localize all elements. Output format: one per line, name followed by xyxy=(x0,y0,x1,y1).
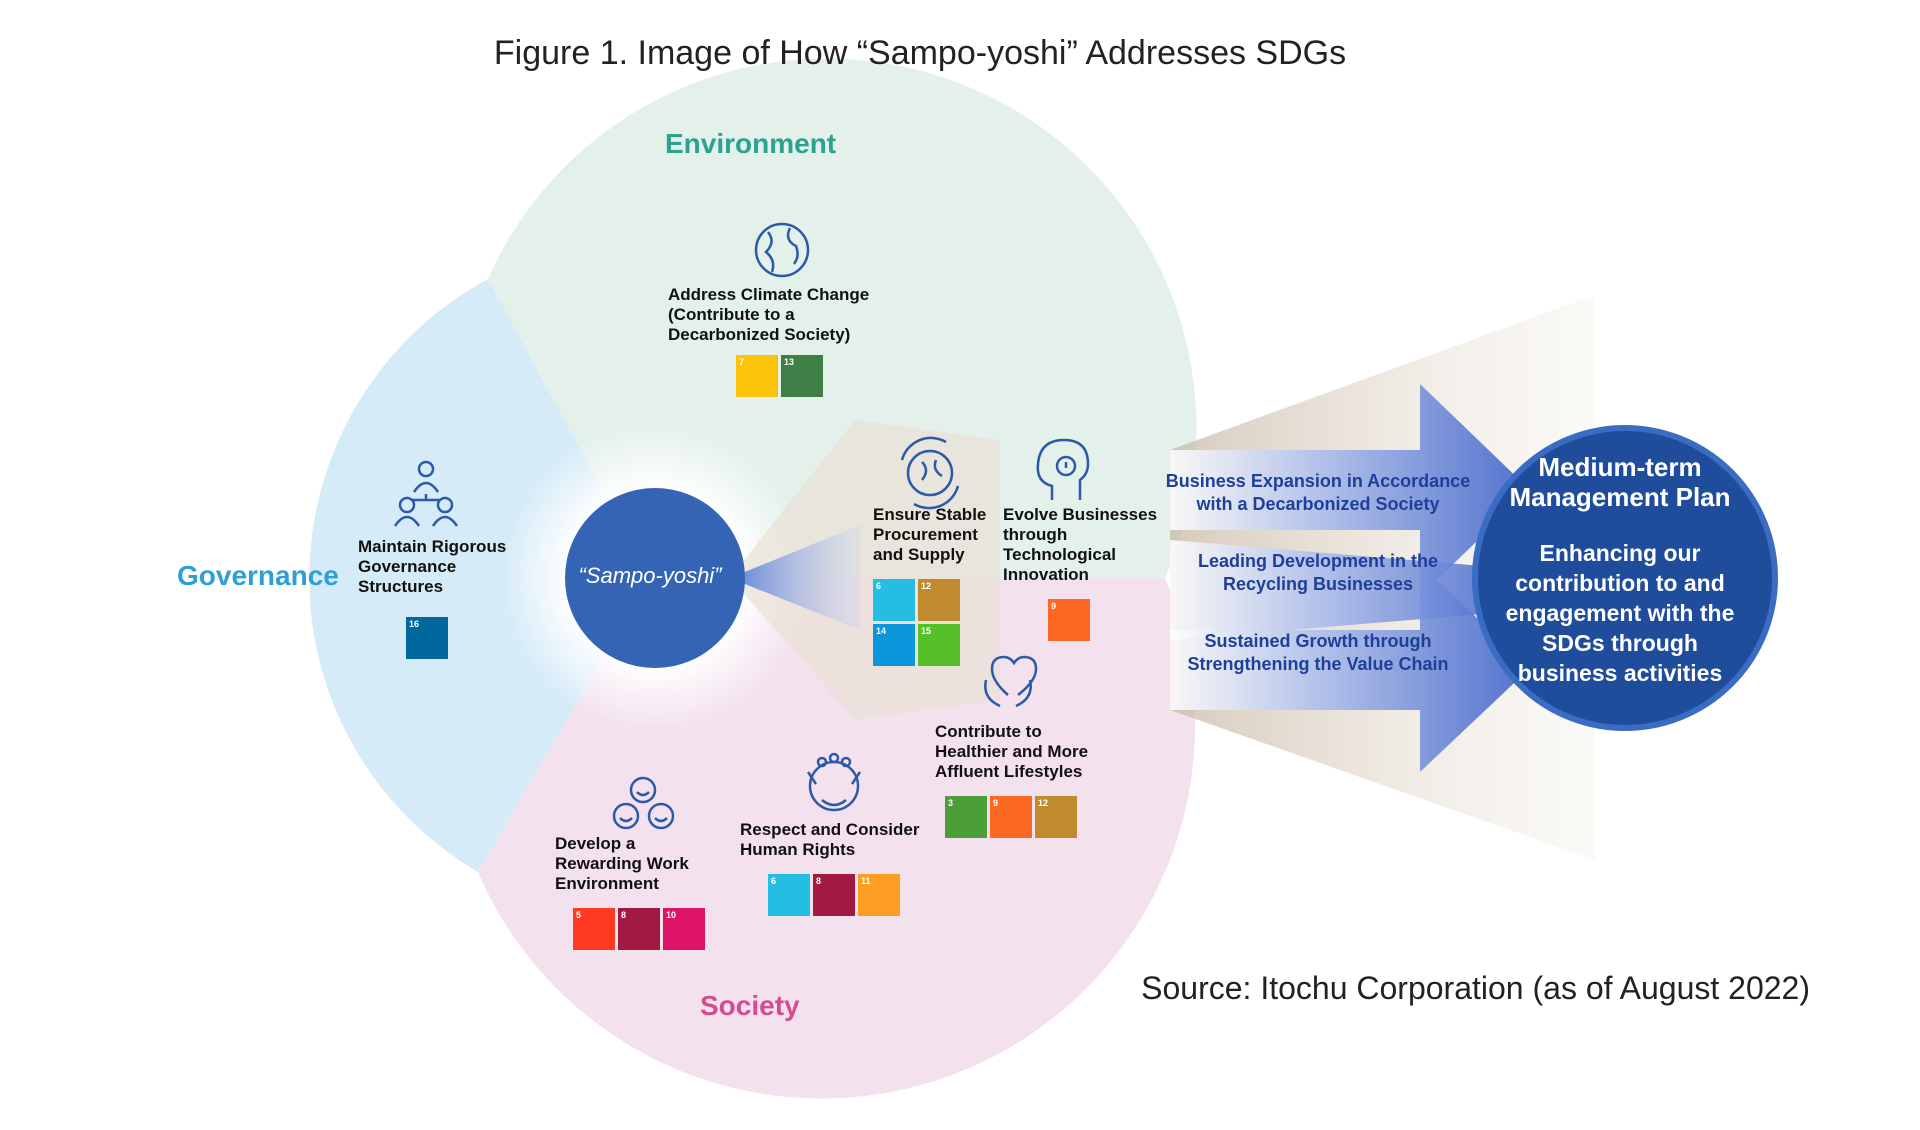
sdg-tile: 7 xyxy=(736,355,778,397)
people-globe-icon xyxy=(806,752,862,812)
arrow-label-recycling: Leading Development in the Recycling Bus… xyxy=(1197,551,1439,594)
plan-title: Medium-term Management Plan xyxy=(1509,452,1731,512)
sdg-tile: 13 xyxy=(781,355,823,397)
block-climate-label: Address Climate Change (Contribute to a … xyxy=(668,285,870,344)
smiling-faces-icon xyxy=(612,776,675,830)
sdg-tile: 8 xyxy=(813,874,855,916)
center-beam-core xyxy=(730,525,860,630)
block-innovation: Evolve Businesses through Technological … xyxy=(1003,505,1163,641)
segment-label-governance: Governance xyxy=(177,560,339,591)
globe-cycle-icon xyxy=(900,436,960,510)
arrow-label-decarbonized: Business Expansion in Accordance with a … xyxy=(1165,471,1471,514)
block-healthier-label: Contribute to Healthier and More Affluen… xyxy=(935,722,1089,781)
sdg-tile: 6 xyxy=(768,874,810,916)
arrow-label-value-chain: Sustained Growth through Strengthening t… xyxy=(1187,631,1449,674)
plan-body: Enhancing our contribution to and engage… xyxy=(1505,540,1735,686)
sdg-tile: 9 xyxy=(990,796,1032,838)
block-governance-label: Maintain Rigorous Governance Structures xyxy=(358,537,507,596)
block-governance: Maintain Rigorous Governance Structures … xyxy=(358,537,518,659)
segment-label-environment: Environment xyxy=(665,128,837,159)
head-bulb-icon xyxy=(1036,438,1090,500)
block-innovation-label: Evolve Businesses through Technological … xyxy=(1003,505,1158,584)
sdg-row: 16 xyxy=(406,617,518,659)
block-climate: Address Climate Change (Contribute to a … xyxy=(668,285,878,397)
arrow-shape xyxy=(1170,384,1530,596)
center-label: “Sampo-yoshi” xyxy=(578,563,722,588)
people-hierarchy-icon xyxy=(393,460,459,527)
plan-circle xyxy=(1475,428,1775,728)
sdg-tile: 15 xyxy=(918,624,960,666)
sdg-tile: 3 xyxy=(945,796,987,838)
heart-hands-icon xyxy=(984,655,1038,708)
sdg-tile: 16 xyxy=(406,617,448,659)
sdg-tile: 12 xyxy=(918,579,960,621)
sdg-tile: 14 xyxy=(873,624,915,666)
sdg-row: 9 xyxy=(1048,599,1163,641)
figure-title: Figure 1. Image of How “Sampo-yoshi” Add… xyxy=(493,34,1347,72)
segment-label-society: Society xyxy=(700,990,800,1021)
sdg-tile: 10 xyxy=(663,908,705,950)
source-note: Source: Itochu Corporation (as of August… xyxy=(1141,970,1810,1006)
block-procurement-label: Ensure Stable Procurement and Supply xyxy=(873,505,987,564)
globe-leaf-icon xyxy=(754,222,810,278)
sdg-tile: 9 xyxy=(1048,599,1090,641)
block-work-label: Develop a Rewarding Work Environment xyxy=(555,834,689,893)
sdg-tile: 5 xyxy=(573,908,615,950)
sdg-tile: 12 xyxy=(1035,796,1077,838)
sdg-tile: 11 xyxy=(858,874,900,916)
sdg-tile: 8 xyxy=(618,908,660,950)
center-circle xyxy=(565,488,745,668)
block-rights-label: Respect and Consider Human Rights xyxy=(740,820,920,859)
sdg-tile: 6 xyxy=(873,579,915,621)
block-healthier: Contribute to Healthier and More Affluen… xyxy=(935,722,1105,838)
plan-circle-edge xyxy=(1472,425,1778,731)
segment-governance xyxy=(309,279,650,872)
arrow-shape xyxy=(1170,564,1530,772)
